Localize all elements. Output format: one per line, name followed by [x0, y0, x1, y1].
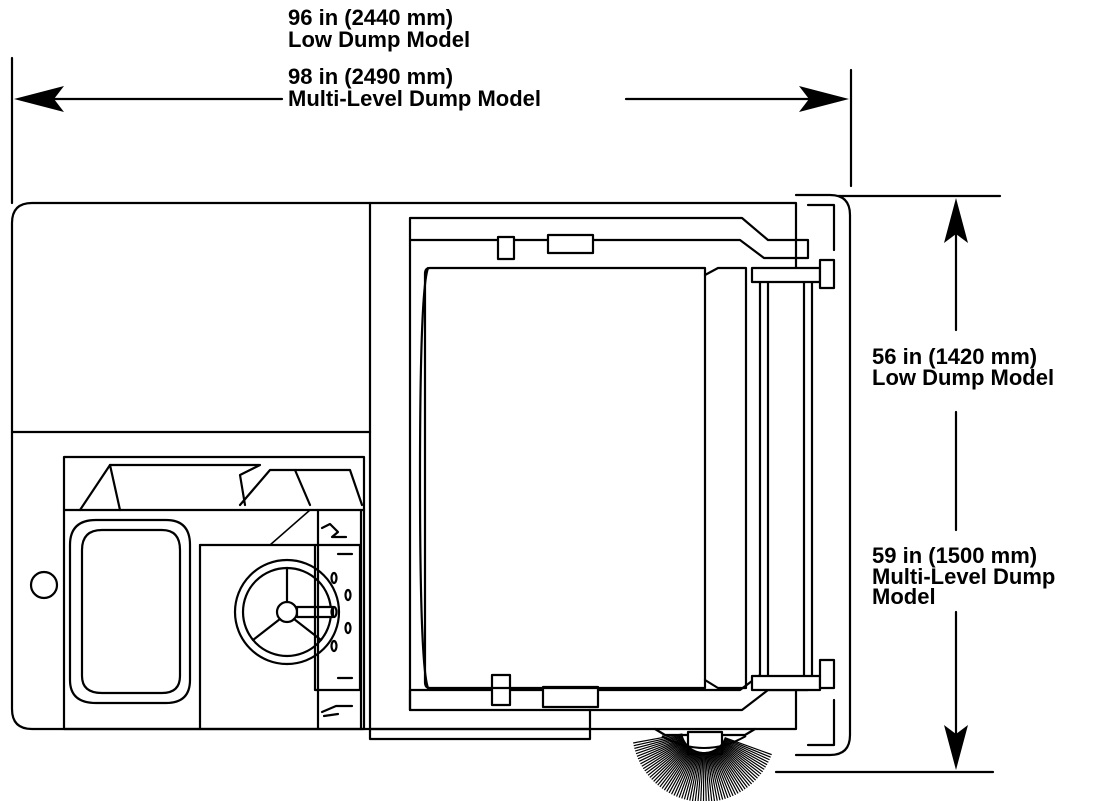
- broom-bristle: [641, 740, 686, 767]
- width-low-dump-model: Low Dump Model: [288, 27, 471, 52]
- broom-bristle: [705, 751, 713, 801]
- broom-bristle: [713, 749, 737, 795]
- height-bottom-arrowhead: [944, 725, 968, 770]
- broom-bristle: [634, 735, 683, 749]
- broom-bristle: [714, 748, 741, 793]
- width-low-dump-value: 96 in (2440 mm): [288, 5, 454, 30]
- operator-compartment: [62, 455, 366, 731]
- broom-bristle: [659, 747, 691, 788]
- broom-bristle: [709, 750, 726, 799]
- broom-bristle: [717, 746, 750, 787]
- broom-bristle: [719, 744, 758, 779]
- broom-bristle: [671, 749, 695, 795]
- hopper-assembly: [368, 193, 852, 757]
- broom-hub: [661, 735, 747, 749]
- broom-bristle: [663, 748, 693, 791]
- broom-bristle: [642, 741, 686, 770]
- broom-bristle: [634, 735, 684, 752]
- height-multi-level-model-line2: Model: [872, 584, 936, 609]
- broom-bristle: [722, 741, 765, 770]
- fuel-cap: [29, 570, 59, 600]
- broom-bristle: [633, 733, 683, 744]
- broom-bristle: [704, 751, 710, 801]
- broom-bristle: [691, 751, 702, 801]
- broom-bristle: [718, 746, 753, 785]
- broom-bristle: [655, 745, 690, 784]
- height-multi-level-model-line1: Multi-Level Dump: [872, 564, 1056, 589]
- broom-bristle: [649, 744, 688, 778]
- broom-bristle: [666, 748, 694, 792]
- broom-bristle: [724, 737, 771, 758]
- broom-bristle: [645, 742, 687, 774]
- broom-bristle: [716, 747, 748, 788]
- broom-bristle: [700, 751, 704, 801]
- height-multi-level-value: 59 in (1500 mm): [872, 543, 1038, 568]
- broom-bristle: [721, 742, 762, 775]
- broom-bristle: [704, 751, 707, 801]
- width-multi-level-model: Multi-Level Dump Model: [288, 86, 541, 111]
- broom-bristle: [678, 750, 697, 798]
- broom-bristle: [718, 745, 755, 783]
- broom-bristle: [694, 751, 702, 801]
- broom-bristle: [724, 736, 772, 756]
- broom-bristle: [716, 747, 746, 790]
- broom-bristle: [697, 751, 703, 801]
- broom-bristle: [711, 750, 732, 798]
- steering-wheel: [233, 558, 341, 666]
- broom-bristle: [715, 748, 744, 791]
- broom-bristle: [722, 740, 767, 768]
- broom-bristle: [635, 736, 684, 755]
- broom-bristle: [668, 748, 694, 794]
- broom-bristle: [706, 751, 716, 801]
- width-dimension-lines: [10, 56, 853, 205]
- height-low-dump-model: Low Dump Model: [872, 365, 1055, 390]
- broom-bristle: [644, 741, 687, 772]
- broom-bristle: [689, 751, 701, 801]
- machine-body: [10, 201, 798, 731]
- width-multi-level-value: 98 in (2490 mm): [288, 64, 454, 89]
- broom-bristle: [640, 739, 685, 765]
- broom-bristle: [686, 751, 700, 801]
- broom-bristle: [676, 750, 697, 797]
- broom-bristle: [636, 737, 684, 757]
- broom-bristle: [712, 749, 734, 797]
- control-panel: [313, 508, 363, 731]
- broom-bristle: [710, 750, 729, 799]
- broom-bristle: [651, 744, 689, 780]
- broom-bristle: [633, 734, 683, 747]
- height-top-arrowhead: [944, 198, 968, 243]
- broom-bristle: [713, 749, 739, 794]
- broom-bristle: [661, 747, 692, 789]
- broom-bristle: [681, 750, 698, 799]
- broom-bristle: [653, 745, 690, 782]
- broom-bristle: [683, 751, 699, 800]
- broom-bristle: [721, 742, 764, 773]
- broom-bristle: [673, 749, 696, 796]
- broom-bristle: [647, 743, 688, 776]
- broom-bristle: [719, 744, 757, 781]
- broom-bristle: [657, 746, 691, 786]
- width-right-arrowhead: [799, 86, 849, 112]
- width-left-arrowhead: [14, 86, 64, 112]
- broom-bristle: [708, 751, 721, 801]
- height-dimension-lines: [774, 194, 1002, 774]
- broom-bristle: [709, 751, 724, 800]
- height-low-dump-value: 56 in (1420 mm): [872, 344, 1038, 369]
- broom-bristle: [722, 740, 768, 766]
- broom-bristle: [707, 751, 718, 801]
- side-broom: [633, 733, 772, 801]
- broom-bristle: [720, 743, 760, 777]
